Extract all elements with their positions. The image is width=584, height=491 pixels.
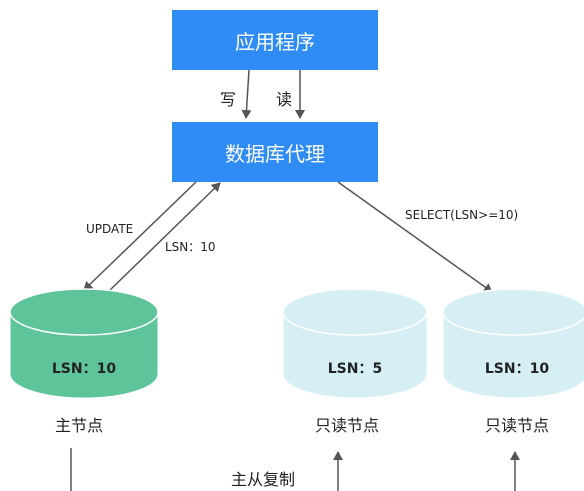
app-box: 应用程序 (172, 10, 378, 70)
proxy-box-label: 数据库代理 (225, 141, 325, 166)
proxy-box: 数据库代理 (172, 122, 378, 182)
update-arrow (83, 181, 197, 291)
lsn-back-label: LSN：10 (165, 240, 216, 254)
update-label: UPDATE (86, 222, 134, 236)
readonly-node-1-name: 只读节点 (314, 416, 379, 435)
select-label: SELECT(LSN>=10) (405, 208, 519, 222)
readonly-node-2-lsn: LSN：10 (484, 361, 550, 377)
readonly-node-2-name: 只读节点 (484, 416, 549, 435)
read-label: 读 (276, 90, 293, 109)
master-node-cylinder (9, 288, 159, 399)
select-arrow (337, 181, 493, 293)
lsn-back-arrow (107, 182, 221, 293)
app-box-label: 应用程序 (235, 29, 315, 54)
readonly-node-1-lsn: LSN：5 (327, 361, 383, 377)
write-label: 写 (220, 90, 237, 109)
master-node-name: 主节点 (54, 416, 103, 435)
master-node-lsn: LSN：10 (51, 361, 117, 377)
readonly-node-1-cylinder (282, 288, 428, 399)
readonly-node-2-cylinder (442, 288, 584, 399)
replication-label: 主从复制 (231, 470, 296, 489)
write-arrow (241, 69, 252, 119)
